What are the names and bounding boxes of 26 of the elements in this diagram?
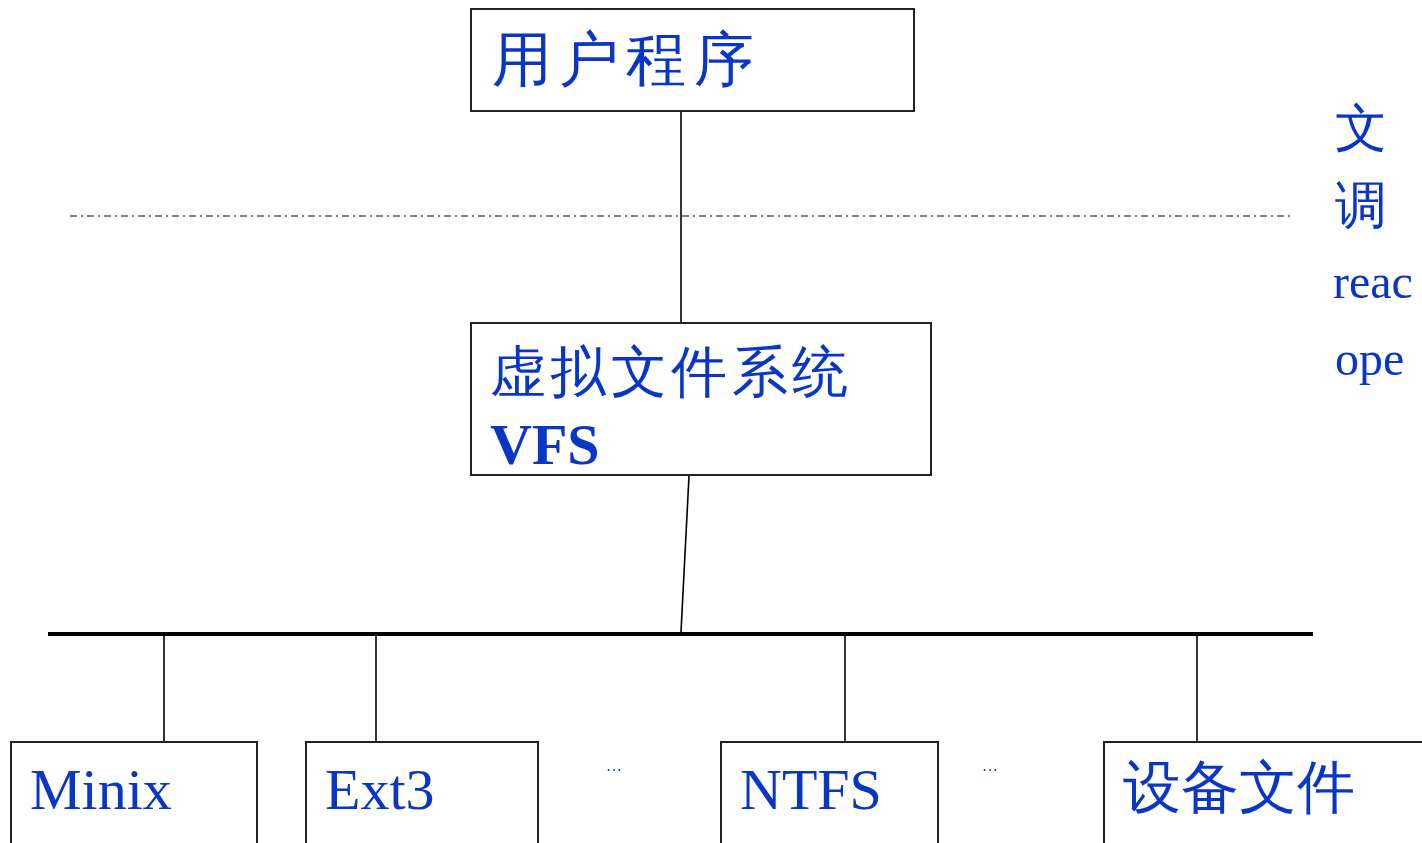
box-label: Ext3	[325, 761, 435, 819]
side-note-text: ope	[1335, 335, 1405, 383]
file-system-box	[720, 741, 939, 843]
file-system-box	[10, 741, 258, 843]
ellipsis-text: …	[606, 758, 622, 774]
box-label: NTFS	[740, 761, 882, 819]
connector-line	[844, 635, 846, 742]
side-note-text: 调	[1335, 180, 1387, 232]
connector-line	[1196, 635, 1198, 742]
box-label: Minix	[30, 761, 172, 819]
box-label: 虚拟文件系统	[490, 344, 853, 400]
connector-line	[680, 111, 682, 323]
side-note-text: 文	[1335, 103, 1387, 155]
connector-line	[163, 635, 165, 742]
file-system-box	[470, 8, 915, 112]
file-system-box	[305, 741, 539, 843]
connector-line	[680, 475, 690, 633]
box-label: 用户程序	[492, 30, 761, 90]
bus-bar	[48, 632, 1313, 636]
box-label: VFS	[490, 416, 600, 474]
connector-line	[375, 635, 377, 742]
file-system-box	[470, 322, 932, 476]
file-system-box	[1103, 741, 1422, 843]
box-label: 设备文件	[1123, 759, 1355, 817]
ellipsis-text: …	[982, 758, 998, 774]
side-note-text: reac	[1333, 258, 1413, 306]
